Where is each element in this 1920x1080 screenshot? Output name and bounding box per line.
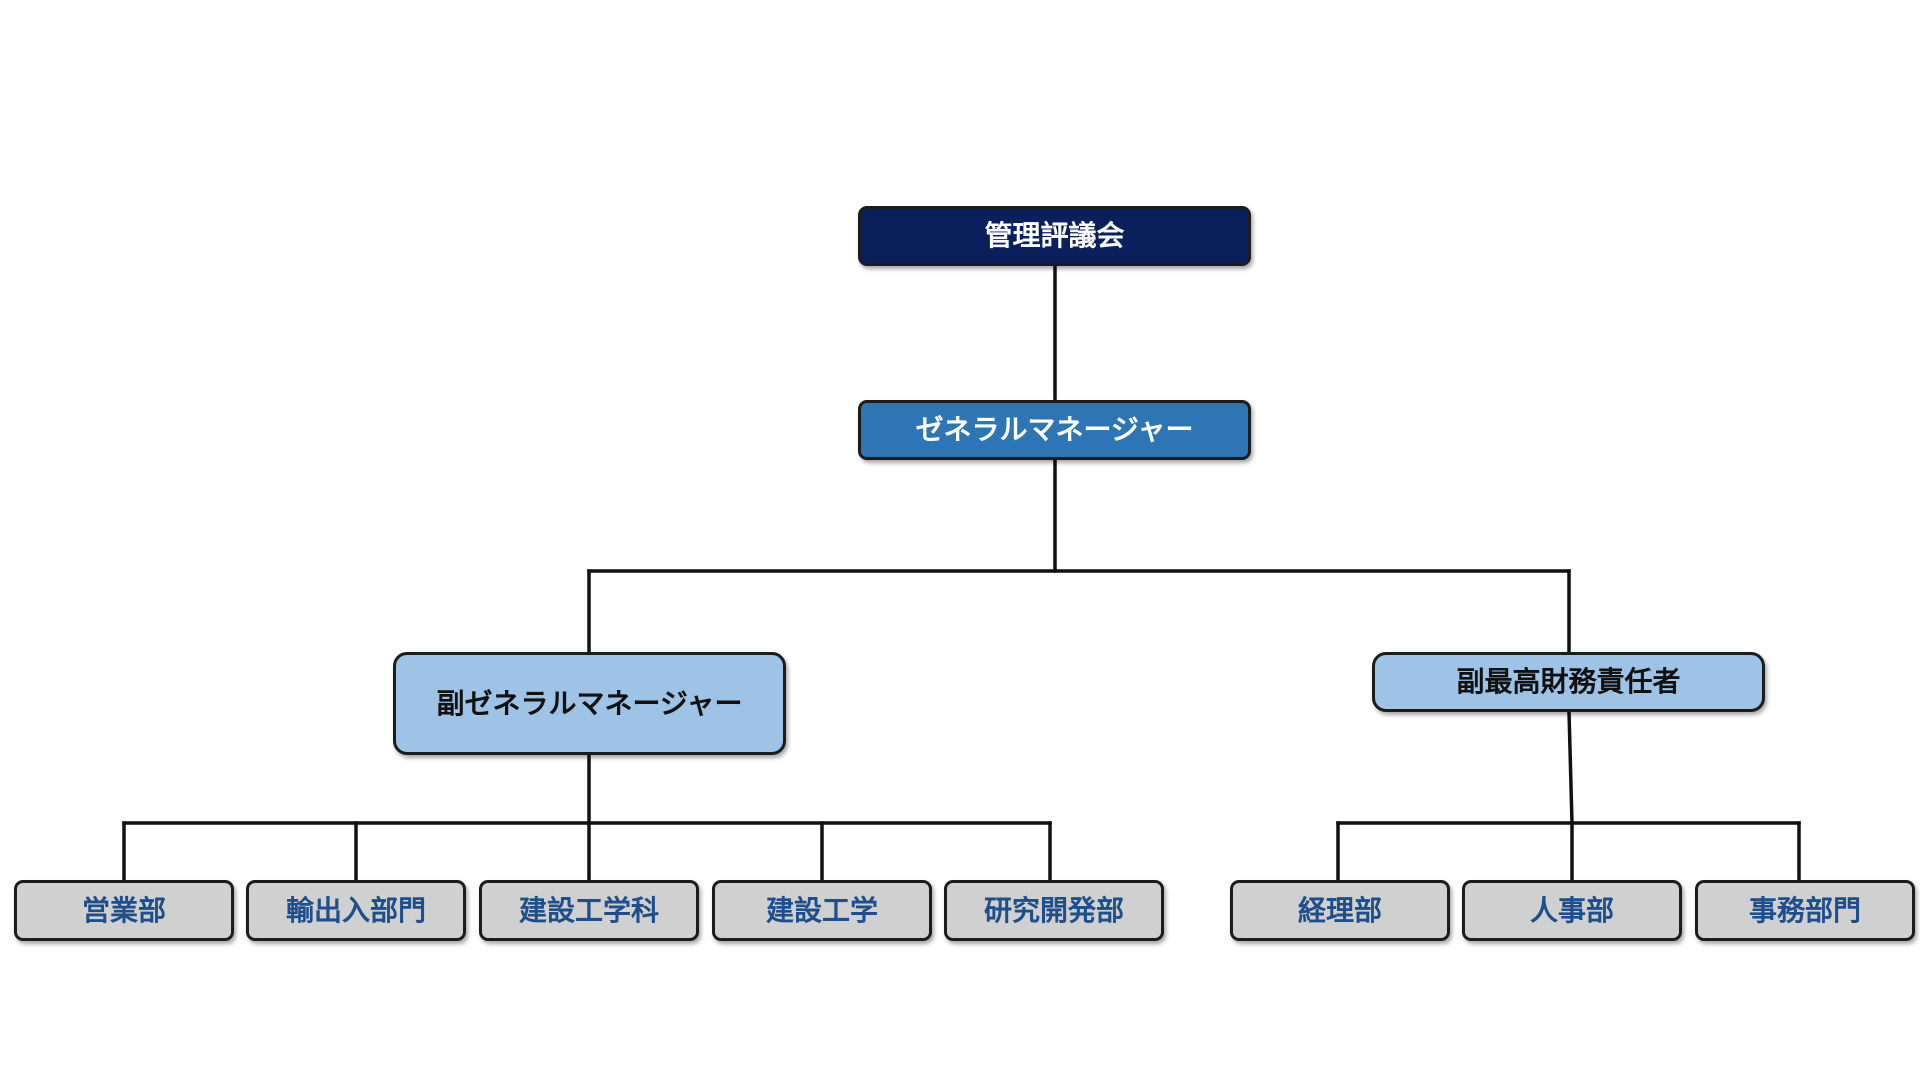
node-label: 研究開発部 xyxy=(983,893,1124,927)
node-dept-construction-eng: 建設工学 xyxy=(712,880,932,941)
node-label: 副最高財務責任者 xyxy=(1456,665,1681,699)
node-dept-import-export: 輸出入部門 xyxy=(246,880,466,941)
connector-deputy-cfo-down xyxy=(1567,710,1574,825)
node-dept-rnd: 研究開発部 xyxy=(944,880,1164,941)
node-dept-administration: 事務部門 xyxy=(1695,880,1915,941)
node-label: 経理部 xyxy=(1297,893,1382,927)
node-label: 人事部 xyxy=(1529,893,1614,927)
node-label: 事務部門 xyxy=(1748,893,1861,927)
node-label: 輸出入部門 xyxy=(285,893,426,927)
node-dept-accounting: 経理部 xyxy=(1230,880,1450,941)
node-dept-construction-eng-dept: 建設工学科 xyxy=(479,880,699,941)
node-label: 副ゼネラルマネージャー xyxy=(436,686,743,720)
node-dept-sales: 営業部 xyxy=(14,880,234,941)
node-management-board: 管理評議会 xyxy=(858,206,1251,266)
node-label: ゼネラルマネージャー xyxy=(915,413,1194,447)
node-deputy-general-manager: 副ゼネラルマネージャー xyxy=(393,652,786,755)
node-label: 建設工学科 xyxy=(518,893,659,927)
node-deputy-cfo: 副最高財務責任者 xyxy=(1372,652,1765,712)
node-label: 営業部 xyxy=(81,893,166,927)
node-label: 建設工学 xyxy=(765,893,878,927)
node-dept-hr: 人事部 xyxy=(1462,880,1682,941)
node-label: 管理評議会 xyxy=(984,219,1125,253)
node-general-manager: ゼネラルマネージャー xyxy=(858,400,1251,460)
